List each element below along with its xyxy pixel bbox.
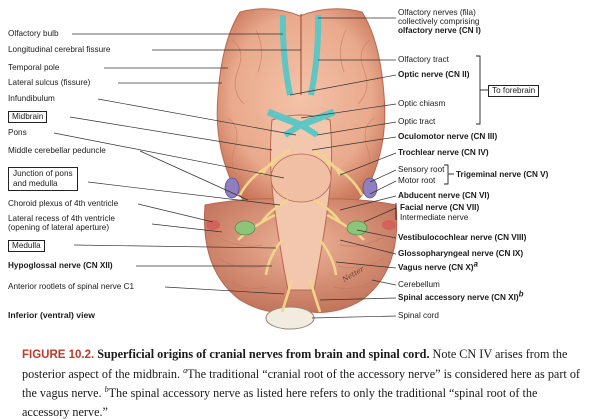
label-anterior-rootlets: Anterior rootlets of spinal nerve C1 (8, 282, 135, 291)
label-spinal-cord: Spinal cord (398, 311, 439, 320)
caption-note-a: a (183, 365, 188, 375)
label-sensory-root: Sensory root (398, 165, 445, 174)
brain-figure: Netter Olfactory bulb Longitudinal cereb… (8, 8, 549, 330)
caption-figure-number: FIGURE 10.2. (22, 349, 95, 361)
label-optic-nerve: Optic nerve (CN II) (398, 70, 470, 79)
label-vagus-nerve: Vagus nerve (CN X)a (398, 260, 478, 273)
label-temporal-pole: Temporal pole (8, 63, 60, 72)
caption-title: Superficial origins of cranial nerves fr… (97, 347, 430, 361)
label-choroid-plexus: Choroid plexus of 4th ventricle (8, 199, 119, 208)
label-lateral-sulcus: Lateral sulcus (fissure) (8, 78, 91, 87)
brain-illustration: Netter (53, 8, 488, 330)
caption-text-2: The traditional “cranial root of the acc… (22, 367, 580, 400)
label-motor-root: Motor root (398, 176, 436, 185)
label-junction-line1: Junction of pons (13, 169, 73, 178)
vagus-text: Vagus nerve (CN X) (398, 263, 474, 272)
label-longitudinal-fissure: Longitudinal cerebral fissure (8, 45, 111, 54)
spinal-cord-shape (265, 306, 315, 330)
label-pons: Pons (8, 128, 27, 137)
label-optic-tract: Optic tract (398, 117, 436, 126)
label-oculomotor-nerve: Oculomotor nerve (CN III) (398, 132, 498, 141)
spinal-accessory-footnote-marker: b (518, 289, 524, 299)
label-olfactory-fila-line1: Olfactory nerves (fila) (398, 8, 476, 17)
caption-note-b: b (104, 384, 109, 394)
label-medulla: Medulla (8, 240, 45, 252)
label-olfactory-tract: Olfactory tract (398, 55, 449, 64)
spinal-accessory-text: Spinal accessory nerve (CN XI) (398, 293, 519, 302)
caption-text-1: Note CN IV arises from the posterior asp… (22, 347, 568, 381)
figure-caption: FIGURE 10.2. Superficial origins of cran… (22, 345, 587, 419)
label-facial-nerve: Facial nerve (CN VII) (400, 203, 480, 212)
label-trigeminal-nerve: Trigeminal nerve (CN V) (456, 170, 549, 179)
label-trochlear-nerve: Trochlear nerve (CN IV) (398, 148, 489, 157)
label-olfactory-bulb: Olfactory bulb (8, 29, 59, 38)
label-optic-chiasm: Optic chiasm (398, 99, 446, 108)
label-to-forebrain: To forebrain (488, 85, 540, 97)
label-lateral-recess-line1: Lateral recess of 4th ventricle (8, 214, 115, 223)
label-junction-pons-medulla: Junction of pons and medulla (8, 167, 78, 191)
label-abducent-nerve: Abducent nerve (CN VI) (398, 191, 490, 200)
label-olfactory-nerve: olfactory nerve (CN I) (398, 26, 481, 35)
label-hypoglossal-nerve: Hypoglossal nerve (CN XII) (8, 261, 113, 270)
caption-text-3: The spinal accessory nerve as listed her… (22, 386, 538, 419)
label-olfactory-fila-line2: collectively comprising (398, 17, 480, 26)
label-junction-line2: and medulla (13, 179, 58, 188)
label-vestibulocochlear-nerve: Vestibulocochlear nerve (CN VIII) (398, 233, 527, 242)
label-spinal-accessory-nerve: Spinal accessory nerve (CN XI)b (398, 290, 523, 303)
label-cerebellum: Cerebellum (398, 280, 440, 289)
label-intermediate-nerve: Intermediate nerve (400, 213, 469, 222)
label-view: Inferior (ventral) view (8, 310, 95, 320)
label-middle-cerebellar-peduncle: Middle cerebellar peduncle (8, 146, 106, 155)
label-glossopharyngeal-nerve: Glossopharyngeal nerve (CN IX) (398, 249, 524, 258)
label-infundibulum: Infundibulum (8, 94, 55, 103)
label-lateral-recess-line2: (opening of lateral aperture) (8, 223, 110, 232)
label-midbrain: Midbrain (8, 111, 48, 123)
vagus-footnote-marker: a (473, 259, 478, 269)
